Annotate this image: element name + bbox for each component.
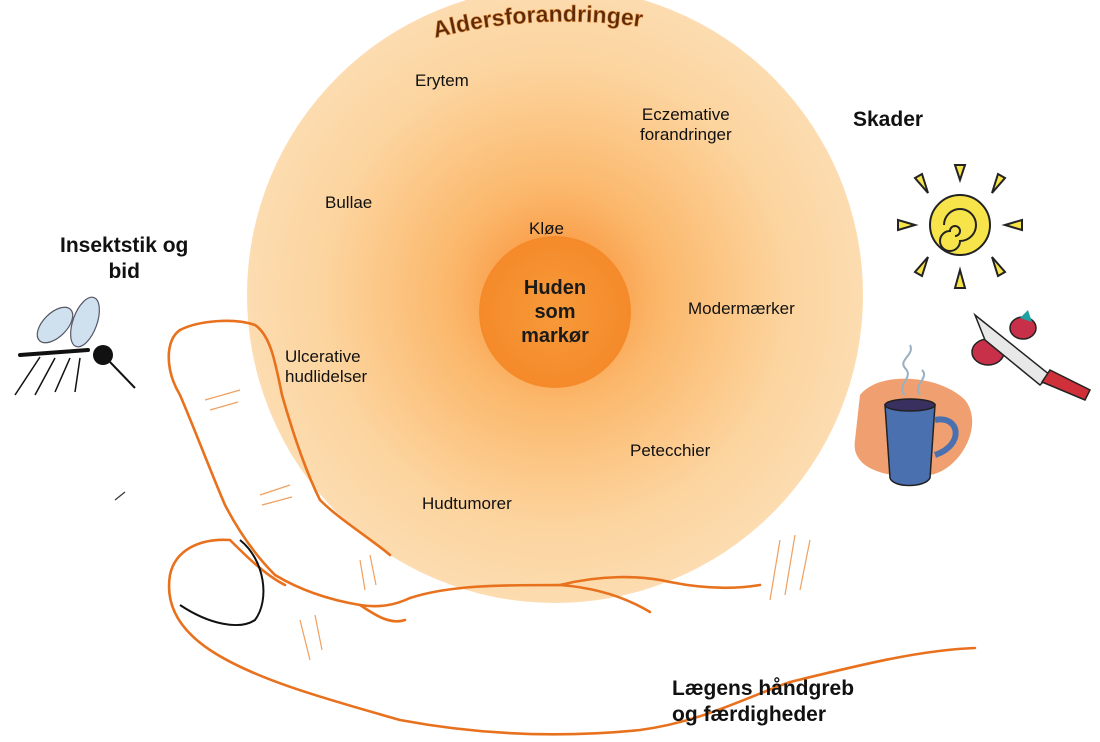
label-kloe: Kløe [529,219,564,239]
label-petecchier: Petecchier [630,441,710,461]
label-hudtumorer: Hudtumorer [422,494,512,514]
center-line-3: markør [495,324,615,348]
label-insektstik-line1: Insektstik og [60,233,188,259]
center-label: Huden som markør [495,276,615,348]
label-ulcerative-line2: hudlidelser [285,367,367,387]
small-mark [115,492,125,500]
label-bullae: Bullae [325,193,372,213]
label-insektstik: Insektstik og bid [60,233,188,285]
center-line-2: som [495,300,615,324]
label-erytem: Erytem [415,71,469,91]
label-laegens-line1: Lægens håndgreb [672,676,854,702]
label-insektstik-line2: bid [60,259,188,285]
center-line-1: Huden [495,276,615,300]
knife-icon [972,310,1090,400]
label-ulcerative-line1: Ulcerative [285,347,367,367]
label-laegens-line2: og færdigheder [672,702,854,728]
label-eczemative-line1: Eczemative [640,105,732,125]
label-eczemative-line2: forandringer [640,125,732,145]
thumb-detail [180,540,263,625]
label-ulcerative: Ulcerative hudlidelser [285,347,367,387]
sun-icon [898,165,1022,288]
label-eczemative: Eczemative forandringer [640,105,732,145]
mosquito-icon [15,293,135,395]
hot-drink-icon [855,345,973,486]
label-modermaerker: Modermærker [688,299,795,319]
label-skader: Skader [853,107,923,133]
label-laegens: Lægens håndgreb og færdigheder [672,676,854,728]
